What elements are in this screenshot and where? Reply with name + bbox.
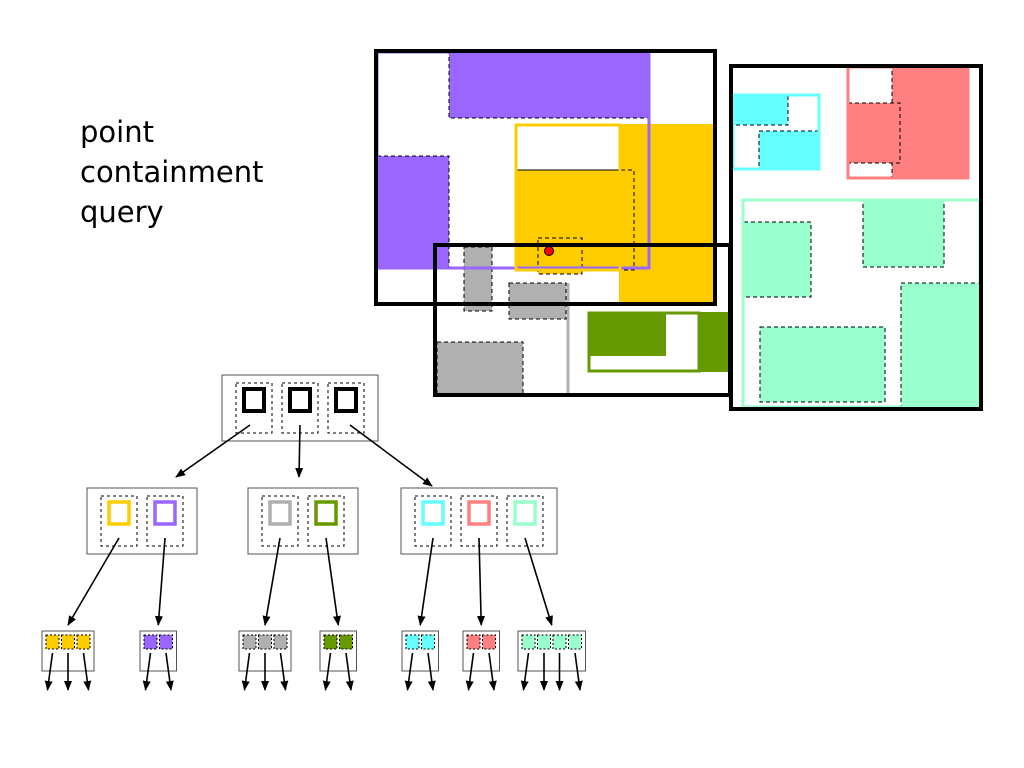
leaf-node-1-entry-3: [76, 634, 91, 650]
leaf-node-3-entry-2: [258, 634, 272, 650]
arrow-root-to-node-1: [175, 424, 251, 478]
leaf-3-pointer-1: [241, 652, 251, 691]
leaf-2-pointer-2: [165, 652, 174, 691]
leaf-node-7-entry-2: [537, 634, 551, 650]
arrow-to-leaf-6: [477, 537, 486, 626]
slide-title: point containment query: [80, 112, 264, 232]
green-rect-2: [700, 312, 728, 372]
salmon-rect-2: [847, 102, 901, 164]
leaf-node-4-entry-2: [339, 634, 353, 650]
leaf-node-3-entry-1: [242, 634, 257, 650]
leaf-2-pointer-1: [142, 652, 152, 691]
leaf-node-7-entry-3: [552, 634, 567, 650]
arrow-to-leaf-3: [262, 537, 281, 626]
title-line-3: query: [80, 195, 164, 229]
leaf-5-pointer-1: [404, 652, 414, 691]
level1-node-1-box: [86, 487, 198, 555]
leaf-4-pointer-1: [322, 652, 332, 691]
leaf-node-4-entry-1: [323, 634, 338, 650]
cyan-rect-1: [732, 94, 789, 126]
title-line-2: containment: [80, 155, 264, 189]
mint-rect-3: [759, 326, 886, 403]
root-mbr-3: [729, 64, 983, 411]
leaf-6-pointer-2: [488, 652, 497, 691]
leaf-3-pointer-3: [279, 652, 289, 691]
query-point: [544, 246, 554, 256]
leaf-5-pointer-2: [427, 652, 436, 691]
leaf-node-7-entry-1: [521, 634, 536, 650]
root-node-slot-0: [235, 382, 273, 434]
spatial-view: [374, 49, 983, 411]
arrow-to-leaf-5: [417, 537, 434, 626]
cyan-rect-2: [758, 130, 820, 170]
leaf-node-5-entry-2: [421, 634, 435, 650]
mint-rect-1: [743, 221, 812, 298]
level1-node-2-entry-gray: [268, 500, 292, 526]
level1-node-2-slot-1: [307, 495, 345, 547]
yellow-rect-big: [619, 124, 715, 304]
title-line-1: point: [80, 115, 154, 149]
level1-node-3-entry-salmon: [467, 500, 491, 526]
yellow-mbr: [514, 123, 622, 272]
salmon-rect-1: [891, 66, 969, 178]
level1-node-1-slot-0: [100, 495, 138, 547]
gray-rect-1: [463, 246, 493, 312]
level1-node-2-entry-green: [314, 500, 338, 526]
root-node-entry-black: [334, 387, 358, 413]
leaf-1-pointer-1: [44, 652, 54, 691]
mint-rect-2: [862, 200, 945, 268]
level1-node-3-entry-mint: [513, 500, 537, 526]
leaf-node-1-entry-2: [61, 634, 75, 650]
green-rect-1: [588, 312, 666, 356]
root-node-entry-black: [288, 387, 312, 413]
level1-node-2-slot-0: [261, 495, 299, 547]
leaf-7-pointer-4: [574, 652, 583, 691]
rtree-index-tree: [41, 374, 586, 691]
green-mbr: [587, 311, 701, 373]
level1-node-1-entry-yellow: [107, 500, 131, 526]
root-mbr-1: [374, 49, 717, 306]
gray-rect-2: [508, 282, 567, 320]
leaf-node-5-entry-1: [405, 634, 420, 650]
level1-node-2-box: [247, 487, 359, 555]
leaf-node-7-entry-4: [568, 634, 582, 650]
arrow-to-leaf-1: [67, 537, 120, 626]
leaf-6-pointer-1: [465, 652, 475, 691]
level1-node-3-slot-2: [506, 495, 544, 547]
leaf-node-3-entry-3: [273, 634, 288, 650]
leaf-7-pointer-1: [520, 652, 530, 691]
arrow-root-to-node-3: [349, 424, 433, 487]
leaf-node-1-entry-1: [45, 634, 60, 650]
root-node-slot-2: [327, 382, 365, 434]
purple-rect-left: [376, 155, 450, 269]
mint-rect-4: [900, 282, 981, 408]
arrow-to-leaf-4: [325, 537, 341, 626]
root-node-entry-black: [242, 387, 266, 413]
leaf-node-6-entry-1: [466, 634, 481, 650]
level1-node-3-slot-0: [414, 495, 452, 547]
yellow-dashed-inner: [515, 125, 621, 171]
level1-node-1-entry-purple: [153, 500, 177, 526]
level1-node-3-entry-cyan: [421, 500, 445, 526]
gray-rect-3: [436, 341, 524, 395]
purple-rect-top: [448, 51, 651, 119]
arrow-to-leaf-2: [154, 537, 166, 626]
arrow-root-to-node-2: [295, 424, 304, 478]
leaf-1-pointer-3: [82, 652, 92, 691]
leaf-node-2-entry-2: [159, 634, 173, 650]
arrow-to-leaf-7: [524, 537, 553, 626]
leaf-4-pointer-2: [345, 652, 354, 691]
leaf-node-6-entry-2: [482, 634, 496, 650]
leaf-node-2-entry-1: [143, 634, 158, 650]
